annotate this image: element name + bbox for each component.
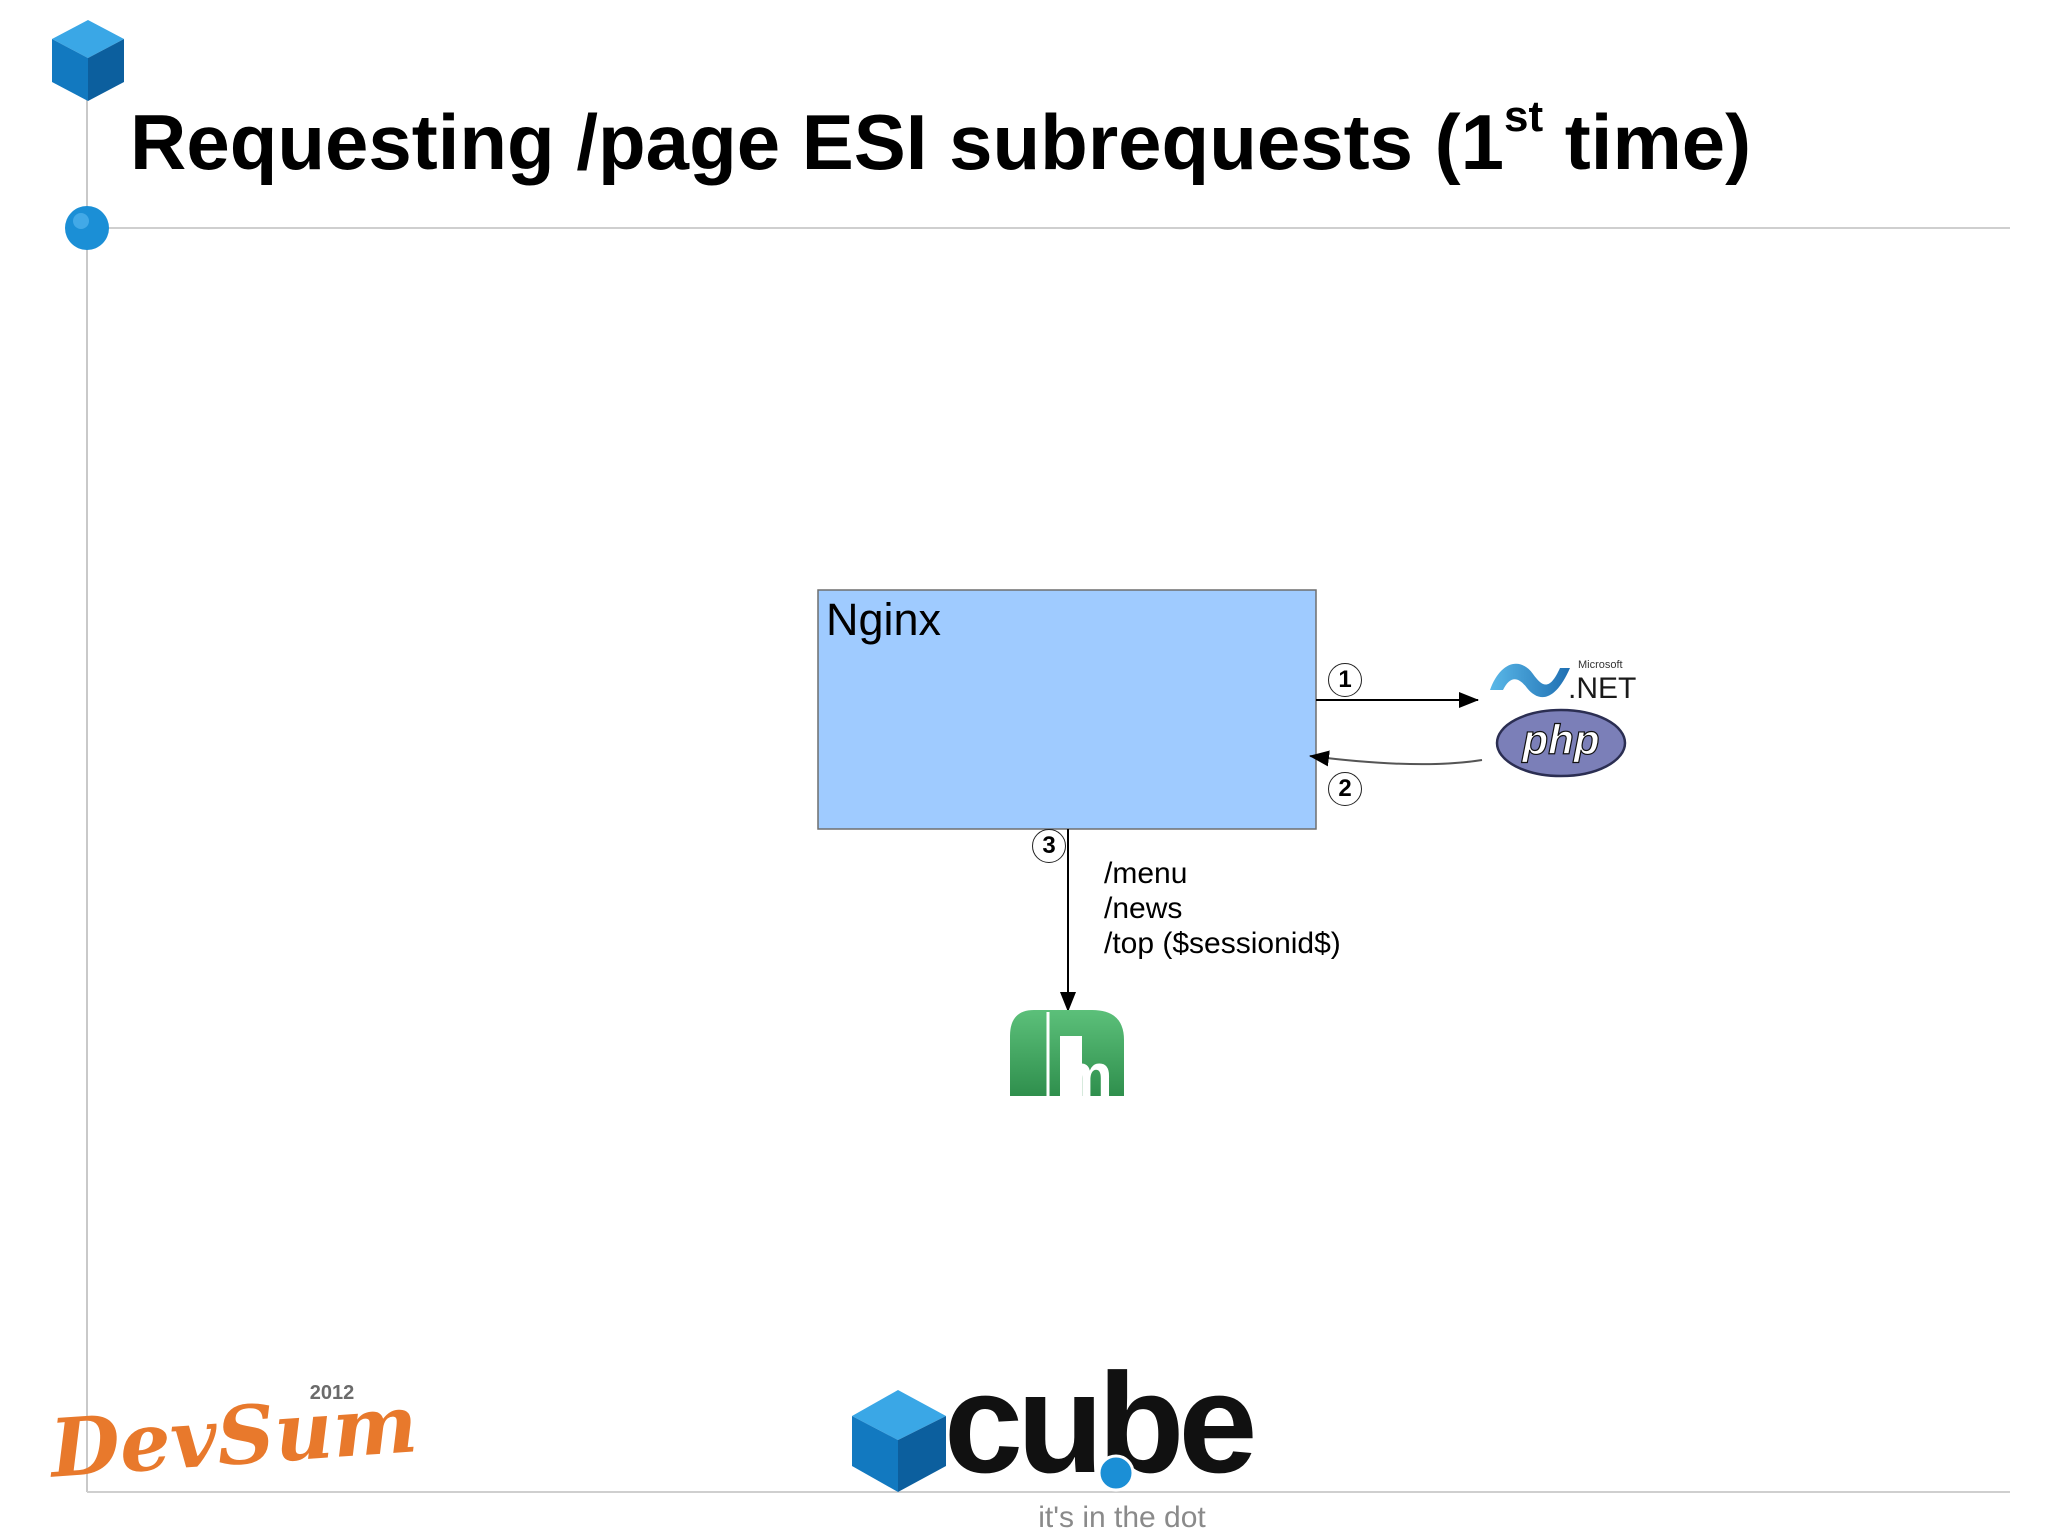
dotnet-brand: Microsoft <box>1578 659 1623 671</box>
subrequest-top: /top ($sessionid$) <box>1104 927 1341 960</box>
subrequest-menu: /menu <box>1104 857 1188 890</box>
cube-logo: cube it's in the dot <box>852 1344 1259 1534</box>
dotnet-logo-icon: .NET Microsoft <box>1490 659 1636 705</box>
page-title: Requesting /page ESI subrequests (1st ti… <box>130 92 1751 192</box>
subrequest-list: /menu /news /top ($sessionid$) <box>1104 856 1341 961</box>
devsum-logo: 2012 DevSum <box>45 1376 420 1496</box>
subrequest-news: /news <box>1104 892 1183 925</box>
nginx-label: Nginx <box>826 594 942 645</box>
cube-dot-icon <box>1097 1454 1135 1492</box>
step-3-badge: 3 <box>1032 829 1066 863</box>
svg-text:m: m <box>1059 1042 1112 1109</box>
memcached-logo-icon: m <box>1010 1010 1124 1109</box>
devsum-year: 2012 <box>310 1382 355 1404</box>
php-logo-icon: php <box>1495 708 1627 778</box>
title-superscript: st <box>1504 92 1544 141</box>
dot-icon <box>65 206 109 250</box>
title-end: time) <box>1543 98 1752 186</box>
devsum-label: DevSum <box>45 1376 420 1496</box>
dotnet-label: .NET <box>1568 672 1636 705</box>
step-2-badge: 2 <box>1328 772 1362 806</box>
step-1-badge: 1 <box>1328 663 1362 697</box>
title-main: Requesting /page ESI subrequests (1 <box>130 98 1504 186</box>
arrow-response <box>1309 750 1483 767</box>
cube-icon <box>52 20 124 101</box>
php-label: php <box>1522 716 1600 763</box>
cube-tagline: it's in the dot <box>1038 1501 1206 1534</box>
